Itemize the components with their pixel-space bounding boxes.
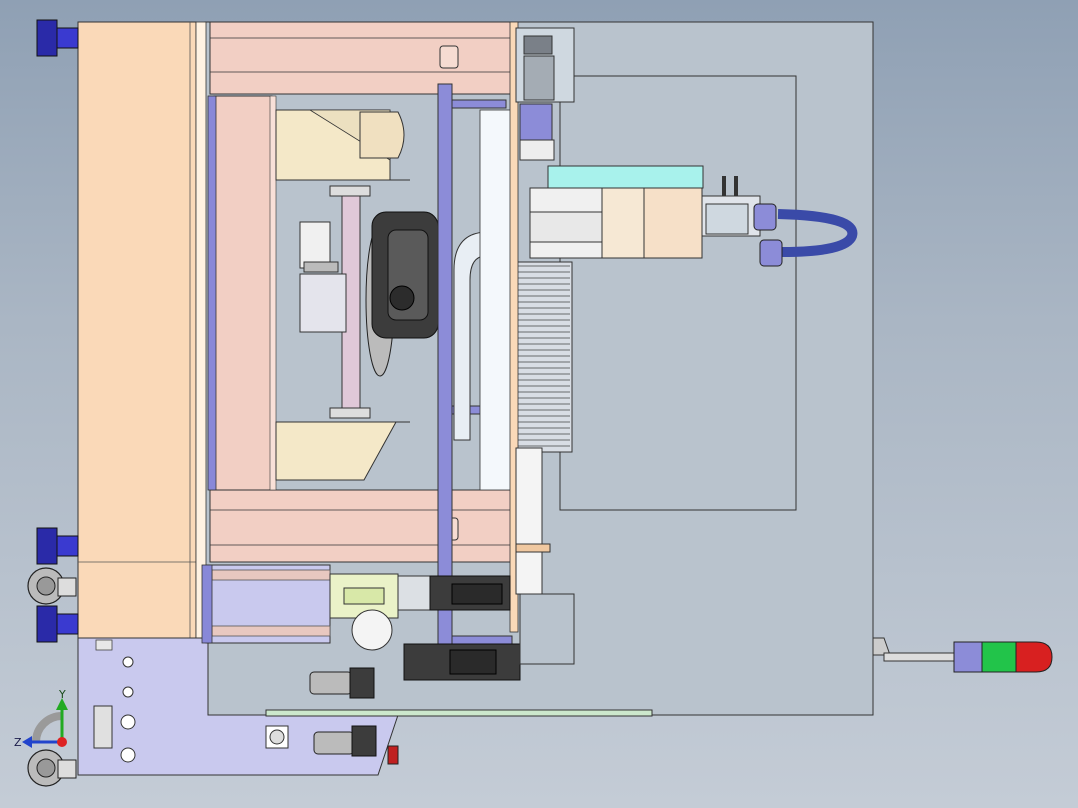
solenoid-valve-lower <box>313 731 355 755</box>
leveling-foot-bottom <box>36 605 79 643</box>
exhaust-fan <box>351 609 393 651</box>
axis-y-label: Y <box>58 688 66 701</box>
axis-triad: Y Z <box>14 688 68 749</box>
tooling-plate <box>643 187 703 259</box>
left-frame-column <box>77 21 197 639</box>
bellows <box>513 261 573 453</box>
caster-wheel-upper <box>27 567 77 605</box>
pneumatic-hose <box>777 209 858 257</box>
axis-z-label: Z <box>14 736 22 749</box>
mounting-plate <box>213 95 273 491</box>
signal-tower <box>872 637 1053 673</box>
lower-frame <box>209 489 513 563</box>
connector-block <box>93 705 113 749</box>
solenoid-valve-upper <box>309 671 353 695</box>
servo-motor-right <box>705 203 749 235</box>
tower-segment-blue <box>953 641 983 673</box>
tower-segment-green <box>981 641 1017 673</box>
upper-frame <box>209 21 513 95</box>
cyan-carriage <box>547 165 704 189</box>
tower-segment-red <box>1015 641 1053 673</box>
caster-wheel-lower <box>27 749 77 787</box>
leveling-foot-top <box>36 19 79 57</box>
base-plate <box>265 709 653 717</box>
leveling-foot-middle <box>36 527 79 565</box>
